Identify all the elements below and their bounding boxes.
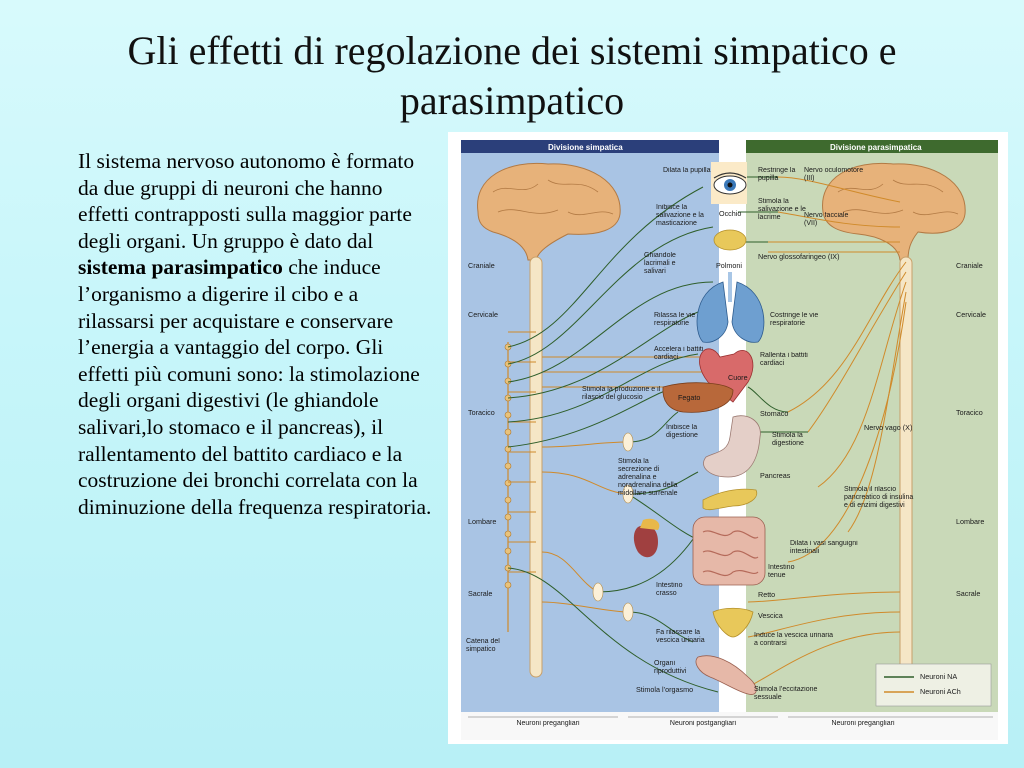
- label-intestino-crasso: Intestino crasso: [656, 582, 683, 597]
- stomach-icon: [703, 415, 761, 478]
- region-right-lombare: Lombare: [956, 517, 984, 526]
- liver-icon: [662, 382, 734, 413]
- para-pupilla: Restringe la pupilla: [758, 167, 796, 182]
- body-bold-term: sistema parasimpatico: [78, 255, 283, 280]
- region-left-lombare: Lombare: [468, 517, 496, 526]
- right-brain-icon: [822, 162, 966, 261]
- sym-vescica: Fa rilassare la vescica urinaria: [656, 629, 705, 644]
- bladder-icon: [712, 607, 754, 638]
- sym-orgasmo: Stimola l’orgasmo: [636, 685, 693, 694]
- chain-label: Catena del simpatico: [466, 638, 500, 653]
- region-right-toracico: Toracico: [956, 408, 983, 417]
- sym-salivazione: Inibisce la salivazione e la masticazion…: [656, 204, 704, 227]
- eye-icon: [711, 162, 747, 204]
- region-left-craniale: Craniale: [468, 261, 495, 270]
- nerve-glosso: Nervo glossofaringeo (IX): [758, 252, 840, 261]
- para-eccitazione: Stimola l’eccitazione sessuale: [754, 686, 818, 701]
- left-brain-icon: [477, 162, 621, 261]
- nerve-facciale: Nervo facciale (VII): [804, 212, 849, 227]
- heart-icon: [699, 348, 754, 403]
- region-left-cervicale: Cervicale: [468, 310, 498, 319]
- region-left-toracico: Toracico: [468, 408, 495, 417]
- autonomic-nervous-system-diagram: Divisione simpatica Divisione parasimpat…: [448, 132, 1008, 744]
- body-text: Il sistema nervoso autonomo è formato da…: [78, 148, 433, 520]
- region-right-sacrale: Sacrale: [956, 589, 980, 598]
- footer-mid: Neuroni postgangliari: [669, 720, 737, 727]
- label-stomaco: Stomaco: [760, 409, 788, 418]
- legend-na: Neuroni NA: [920, 672, 957, 681]
- reproductive-organ-icon: [695, 655, 757, 695]
- region-right-cervicale: Cervicale: [956, 310, 986, 319]
- para-vasi: Dilata i vasi sanguigni intestinali: [790, 540, 858, 555]
- label-pancreas: Pancreas: [760, 471, 791, 480]
- para-lacrime: Stimola la salivazione e le lacrime: [758, 198, 806, 221]
- footer-right: Neuroni pregangliari: [831, 720, 895, 727]
- label-organi-riproduttivi: Organi riproduttivi: [654, 660, 687, 675]
- sym-pupilla: Dilata la pupilla: [663, 167, 711, 174]
- parasympathetic-header-bar: [746, 140, 998, 153]
- adrenal-kidney-icon: [633, 525, 658, 558]
- footer-left: Neuroni pregangliari: [516, 720, 580, 727]
- label-occhio: Occhio: [719, 209, 741, 218]
- left-spinal-cord: [529, 256, 543, 678]
- sym-vie-resp: Rilassa le vie respiratorie: [654, 312, 696, 327]
- body-rest: che induce l’organismo a digerire il cib…: [78, 255, 432, 519]
- region-right-craniale: Craniale: [956, 261, 983, 270]
- slide-title: Gli effetti di regolazione dei sistemi s…: [127, 28, 897, 123]
- label-intestino-tenue: Intestino tenue: [768, 564, 795, 579]
- label-retto: Retto: [758, 590, 775, 599]
- sympathetic-header: Divisione simpatica: [548, 143, 623, 152]
- region-left-sacrale: Sacrale: [468, 589, 492, 598]
- pancreas-icon: [702, 488, 758, 511]
- right-spinal-cord: [899, 256, 913, 678]
- label-polmoni: Polmoni: [716, 261, 742, 270]
- salivary-gland-icon: [713, 229, 747, 251]
- para-vescica: Induce la vescica urinaria a contrarsi: [754, 632, 833, 647]
- sym-battiti: Accelera i battiti cardiaci: [654, 346, 704, 361]
- label-vescica: Vescica: [758, 611, 783, 620]
- nerve-vago: Nervo vago (X): [864, 423, 912, 432]
- legend: Neuroni NA Neuroni ACh: [875, 663, 992, 707]
- label-fegato: Fegato: [678, 393, 700, 402]
- para-digestione: Stimola la digestione: [772, 432, 804, 447]
- intestine-icon: [692, 516, 766, 586]
- body-intro: Il sistema nervoso autonomo è formato da…: [78, 149, 415, 253]
- sym-glucosio: Stimola la produzione e il rilascio del …: [582, 386, 661, 401]
- para-vie-resp: Costringe le vie respiratorie: [770, 312, 819, 327]
- para-pancreas: Stimola il rilascio pancreatico di insul…: [844, 486, 914, 509]
- sym-digestione: Inibisce la digestione: [666, 424, 698, 439]
- label-cuore: Cuore: [728, 373, 748, 382]
- sym-adrenalina: Stimola la secrezione di adrenalina e no…: [618, 458, 678, 497]
- para-battiti: Rallenta i battiti cardiaci: [760, 352, 808, 367]
- sympathetic-header-bar: [461, 140, 719, 153]
- lungs-icon: [696, 272, 765, 343]
- nerve-oculomotore: Nervo oculomotore (III): [804, 167, 864, 182]
- parasympathetic-header: Divisione parasimpatica: [830, 143, 922, 152]
- sym-ghiandole: Ghiandole lacrimali e salivari: [644, 252, 676, 275]
- legend-ach: Neuroni ACh: [920, 687, 961, 696]
